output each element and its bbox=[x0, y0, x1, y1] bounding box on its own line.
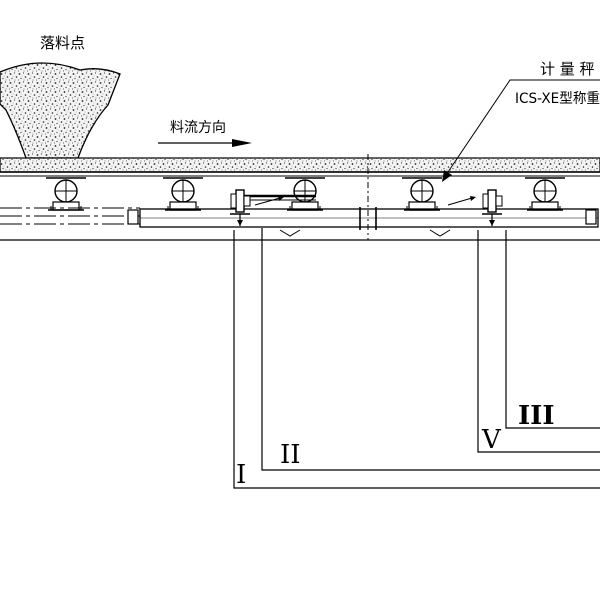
zone-label-III: III bbox=[518, 401, 555, 431]
zone-label-V: V bbox=[481, 425, 502, 455]
idler-roller-3 bbox=[284, 177, 326, 211]
zone-label-I: I bbox=[236, 460, 246, 490]
zone-label-II: II bbox=[280, 440, 301, 470]
flow-direction-label: 料流方向 bbox=[170, 120, 226, 136]
material-layer-on-belt bbox=[0, 157, 600, 173]
leader-line bbox=[442, 79, 600, 182]
idler-roller-2 bbox=[162, 177, 204, 211]
cable-route-III bbox=[505, 230, 600, 429]
idler-roller-1 bbox=[45, 177, 87, 211]
conveyor-belt bbox=[0, 171, 600, 177]
scale-frame bbox=[0, 207, 600, 241]
drop-point-label: 落料点 bbox=[40, 34, 85, 52]
idler-roller-4 bbox=[401, 177, 443, 211]
scale-model-label: ICS-XE型称重 bbox=[515, 91, 600, 107]
cable-route-II bbox=[261, 228, 600, 471]
weighing-scale-title: 计 量 秤 bbox=[540, 60, 595, 78]
cable-route-V bbox=[477, 230, 600, 453]
cable-route-I bbox=[233, 230, 600, 489]
flow-direction-arrow bbox=[158, 139, 252, 147]
weigh-bridge bbox=[244, 194, 476, 206]
load-cell-2 bbox=[481, 189, 503, 227]
idler-roller-5 bbox=[524, 177, 566, 211]
material-pile bbox=[0, 62, 121, 159]
